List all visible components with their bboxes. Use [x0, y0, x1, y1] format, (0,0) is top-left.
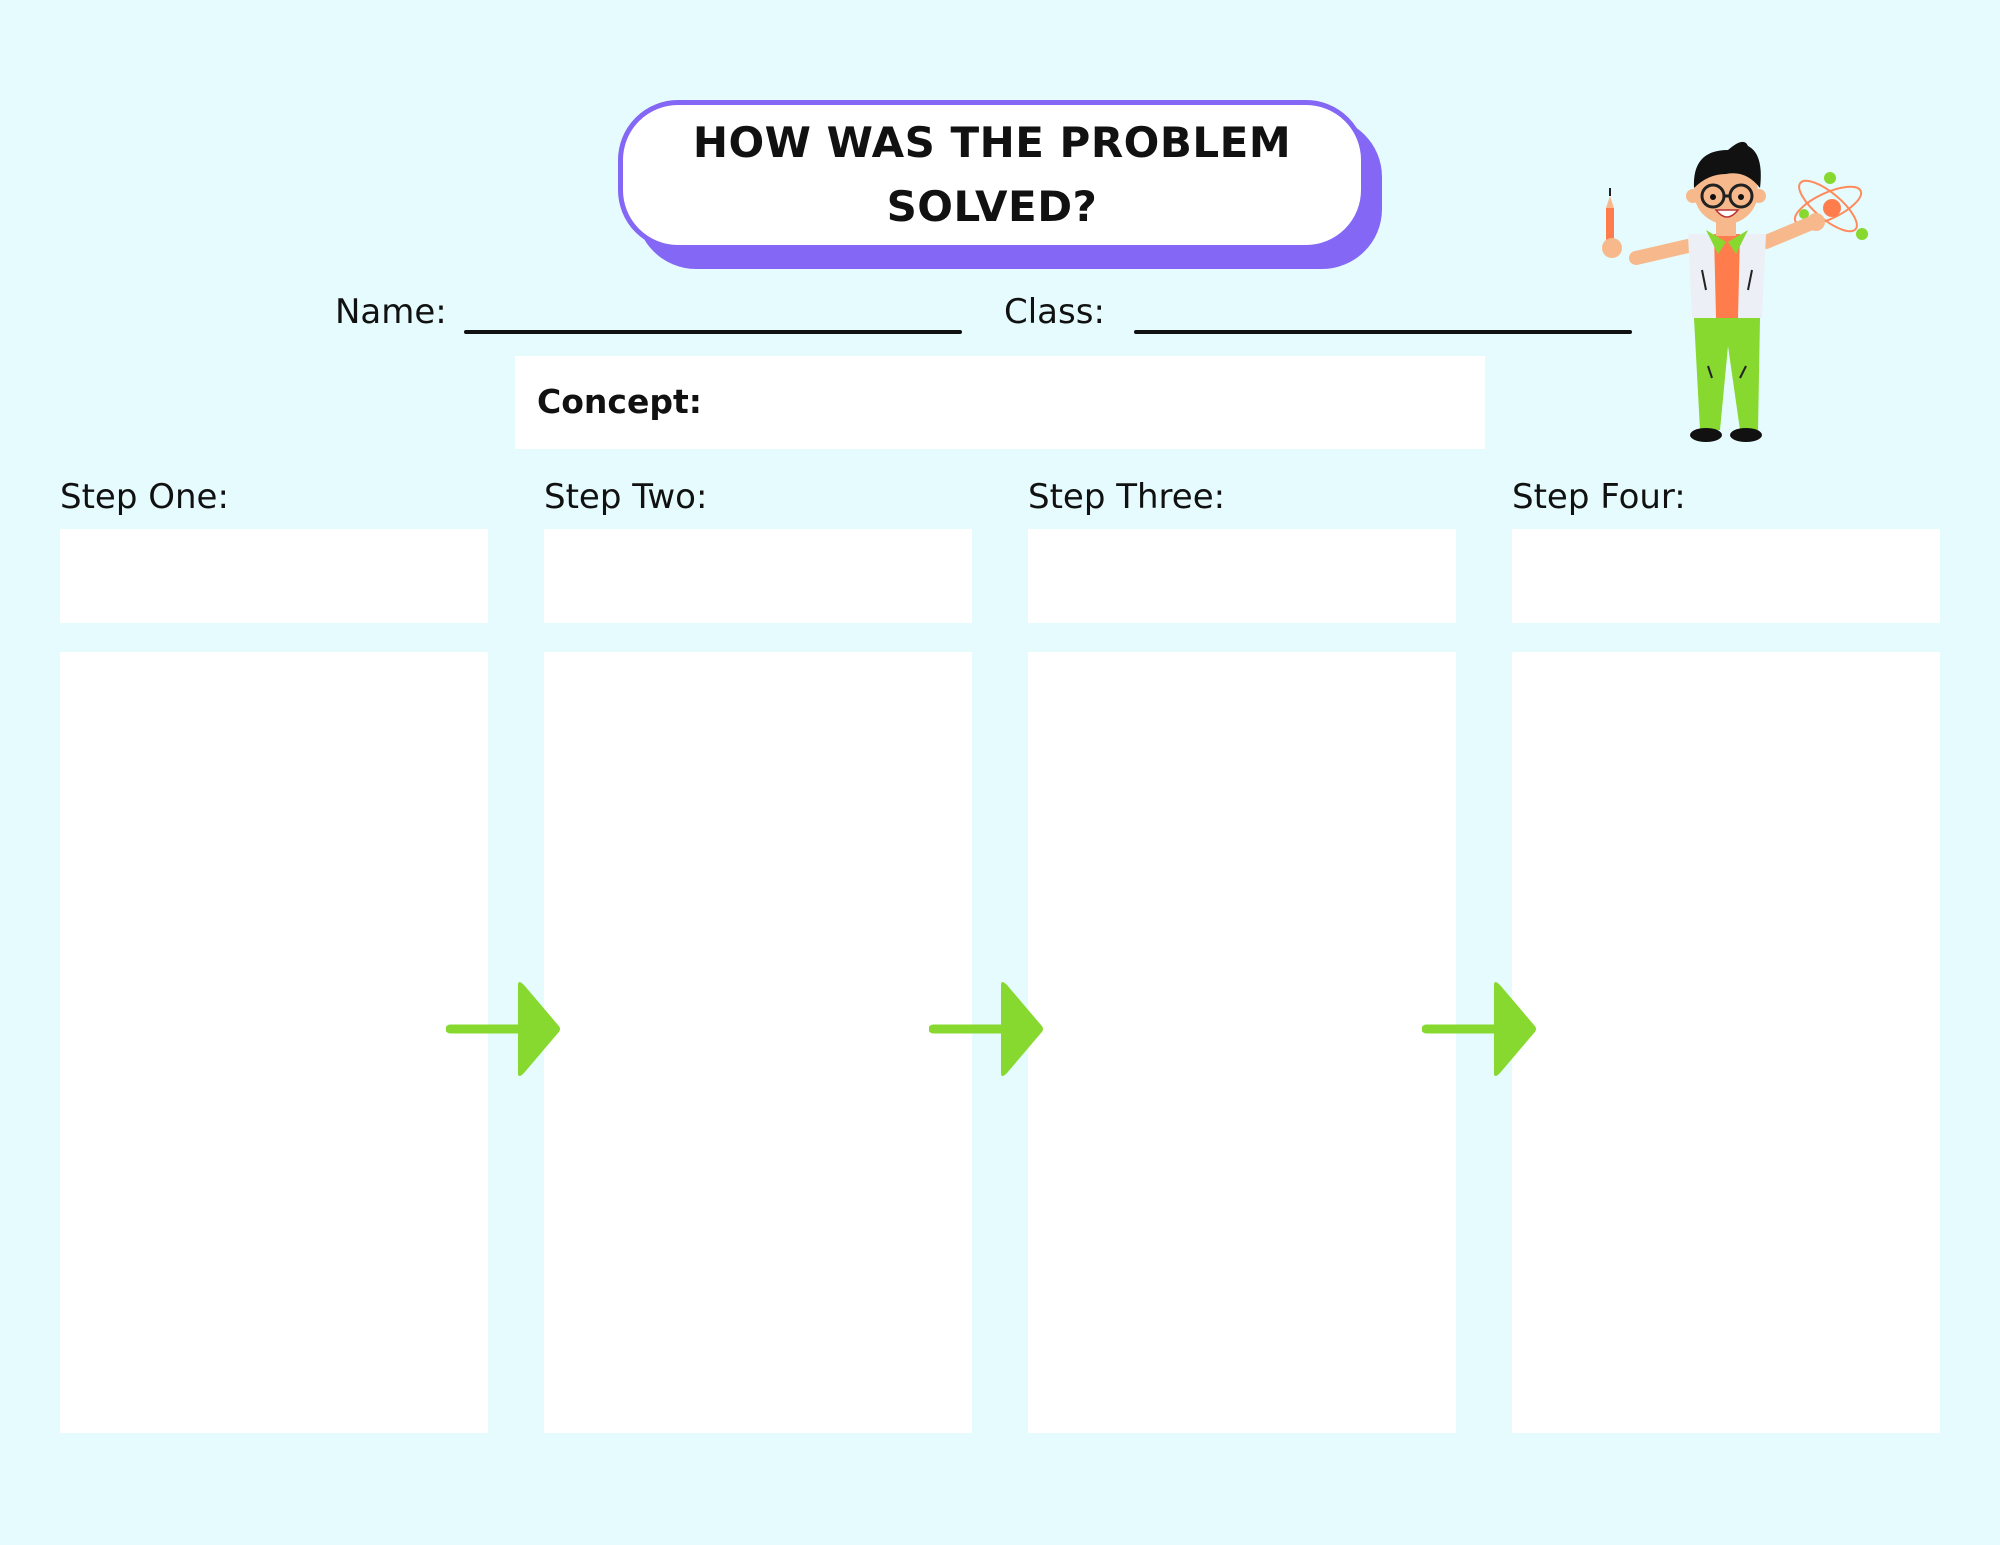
step-one-label: Step One:	[60, 477, 229, 517]
step-three-content-box[interactable]	[1028, 652, 1456, 1433]
step-two-content-box[interactable]	[544, 652, 972, 1433]
class-line[interactable]	[1134, 330, 1632, 334]
step-three-label: Step Three:	[1028, 477, 1226, 517]
step-one-content-box[interactable]	[60, 652, 488, 1433]
step-two-label: Step Two:	[544, 477, 708, 517]
page-title-line-2: SOLVED?	[886, 182, 1098, 231]
step-two-header-box[interactable]	[544, 529, 972, 623]
step-four-content-box[interactable]	[1512, 652, 1940, 1433]
scientist-icon	[1602, 141, 1868, 442]
page-title-line-1: HOW WAS THE PROBLEM	[692, 118, 1292, 167]
class-label: Class:	[1004, 292, 1105, 332]
arrow-right-icon	[446, 982, 560, 1076]
step-three-header-box[interactable]	[1028, 529, 1456, 623]
title-banner: HOW WAS THE PROBLEM SOLVED?	[618, 100, 1366, 250]
concept-label: Concept:	[537, 382, 702, 421]
arrow-right-icon	[929, 982, 1043, 1076]
step-four-label: Step Four:	[1512, 477, 1686, 517]
concept-box[interactable]: Concept:	[515, 356, 1485, 449]
page-title: HOW WAS THE PROBLEM SOLVED?	[682, 111, 1302, 239]
step-one-header-box[interactable]	[60, 529, 488, 623]
name-label: Name:	[335, 292, 447, 332]
name-line[interactable]	[464, 330, 962, 334]
step-four-header-box[interactable]	[1512, 529, 1940, 623]
arrow-right-icon	[1422, 982, 1536, 1076]
